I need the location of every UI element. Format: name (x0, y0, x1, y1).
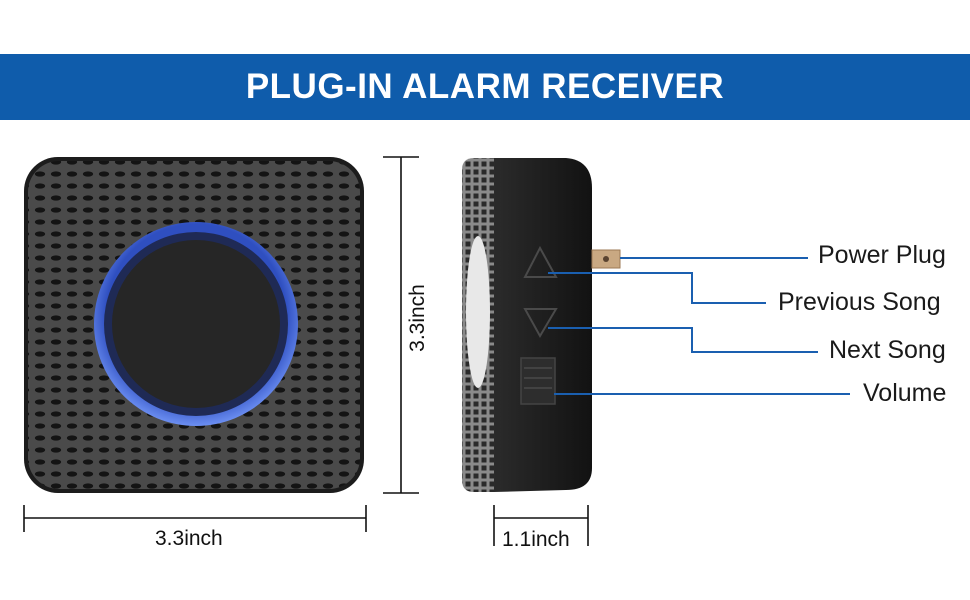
previous-song-label: Previous Song (778, 288, 941, 316)
power-plug-label: Power Plug (818, 241, 946, 269)
receiver-side-view (462, 158, 621, 492)
width-label: 3.3inch (155, 527, 223, 550)
next-song-button-icon (523, 308, 558, 339)
width-dimension-line (23, 505, 367, 532)
previous-song-button-icon (523, 245, 558, 278)
depth-label: 1.1inch (502, 528, 570, 551)
receiver-front-view (24, 157, 364, 493)
previous-song-callout-line (548, 272, 766, 304)
next-song-callout-line (548, 327, 818, 353)
depth-dimension-line (493, 505, 589, 546)
title-banner: PLUG-IN ALARM RECEIVER (0, 54, 970, 120)
height-dimension-line (383, 156, 419, 494)
volume-slider-icon (520, 357, 556, 405)
next-song-label: Next Song (829, 336, 946, 364)
height-label: 3.3inch (406, 284, 429, 352)
center-speaker-disc (112, 240, 280, 408)
volume-label: Volume (863, 379, 947, 407)
page-title: PLUG-IN ALARM RECEIVER (245, 67, 725, 106)
